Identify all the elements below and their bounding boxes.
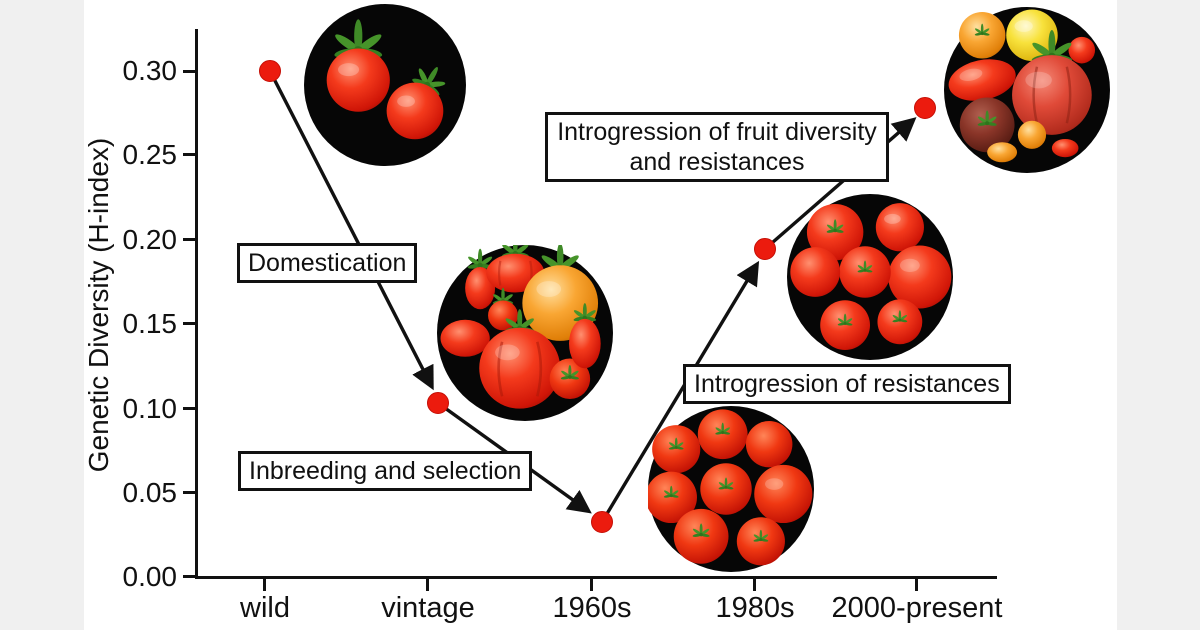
vintage-tomatoes-image bbox=[437, 245, 613, 421]
data-point-2000-present bbox=[914, 97, 936, 119]
data-point-1960s bbox=[591, 511, 613, 533]
y-tick-label: 0.00 bbox=[122, 561, 178, 592]
wild-tomatoes-image bbox=[304, 4, 466, 166]
annotation-introgression-resistances: Introgression of resistances bbox=[683, 364, 1011, 404]
2000-present-tomatoes-image bbox=[944, 7, 1110, 173]
x-tick-label: wild bbox=[240, 592, 290, 624]
1980s-tomatoes-image bbox=[787, 194, 953, 360]
trend-line-1960s-1980s bbox=[600, 260, 760, 523]
data-point-wild bbox=[259, 60, 281, 82]
x-tick-label: 2000-present bbox=[831, 592, 1003, 624]
x-tick bbox=[263, 578, 266, 591]
y-tick bbox=[183, 575, 196, 578]
x-tick-label: 1960s bbox=[552, 592, 632, 624]
y-axis-line bbox=[195, 29, 198, 579]
data-point-vintage bbox=[427, 392, 449, 414]
x-tick bbox=[915, 578, 918, 591]
x-tick-label: 1980s bbox=[715, 592, 795, 624]
y-tick bbox=[183, 70, 196, 73]
trend-line-wild-vintage bbox=[268, 70, 434, 391]
y-tick-label: 0.30 bbox=[122, 55, 178, 86]
annotation-inbreeding-selection: Inbreeding and selection bbox=[238, 451, 533, 491]
x-axis-line bbox=[195, 576, 997, 579]
x-tick bbox=[590, 578, 593, 591]
data-point-1980s bbox=[754, 238, 776, 260]
y-tick-label: 0.25 bbox=[122, 139, 178, 170]
y-tick-label: 0.10 bbox=[122, 393, 178, 424]
y-tick-label: 0.05 bbox=[122, 477, 178, 508]
y-tick bbox=[183, 491, 196, 494]
annotation-introgression-fruit-diversity: Introgression of fruit diversity and res… bbox=[545, 112, 889, 182]
annotation-domestication: Domestication bbox=[237, 243, 418, 283]
y-tick bbox=[183, 153, 196, 156]
y-tick bbox=[183, 238, 196, 241]
x-tick-label: vintage bbox=[381, 592, 475, 624]
x-tick bbox=[426, 578, 429, 591]
y-tick-label: 0.20 bbox=[122, 224, 178, 255]
y-tick bbox=[183, 322, 196, 325]
y-tick-label: 0.15 bbox=[122, 308, 178, 339]
x-tick bbox=[753, 578, 756, 591]
y-tick bbox=[183, 407, 196, 410]
1960s-tomatoes-image bbox=[648, 406, 814, 572]
